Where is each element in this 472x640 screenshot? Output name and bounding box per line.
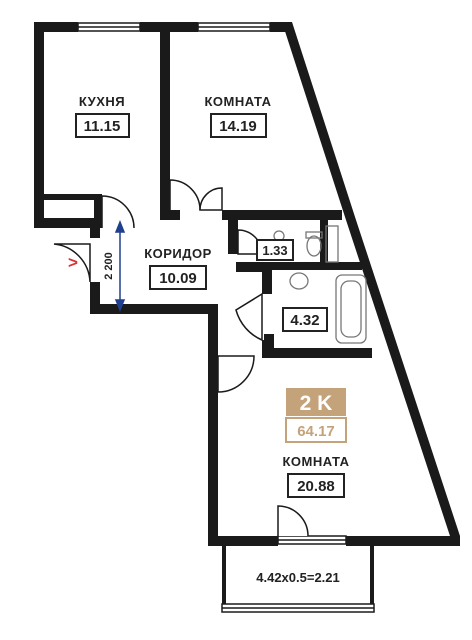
room-living-2: КОМНАТА 20.88 [282,454,349,498]
room-living-1-area: 14.19 [219,118,257,135]
dimension-arrow-down [114,299,126,313]
door-room1-left [169,179,201,211]
room-corridor-name: КОРИДОР [144,246,212,261]
door-kitchen [101,195,135,229]
entrance-marker-icon: > [68,253,78,272]
apartment-type: 2 K [300,392,333,415]
room-bath: 4.32 [282,307,328,332]
wall-left-kitchen [34,22,44,228]
shaft-icon [325,225,339,263]
room-wc-area-box [256,239,294,261]
apartment-total-area: 64.17 [297,423,335,440]
windows [77,22,347,545]
room-living-2-area: 20.88 [297,478,335,495]
room-wc: 1.33 [256,239,294,261]
room-corridor: КОРИДОР 10.09 [144,246,212,290]
door-entrance [53,243,91,283]
wall-bath-top [262,262,362,270]
wall-bath-left-upper [262,262,272,294]
wall-bath-stub [264,334,274,358]
wall-diagonal-lower [346,220,460,536]
sink-bath-icon [289,272,309,290]
apartment-total-box [285,417,347,443]
wall-room-bottom [222,210,342,220]
door-bath [235,292,263,342]
wall-corridor-bottom [90,304,216,314]
bathtub-icon [335,274,367,344]
room-kitchen-area: 11.15 [84,118,121,135]
room-corridor-area: 10.09 [159,270,197,287]
wall-top-left [36,22,78,32]
balcony-formula: 4.42x0.5=2.21 [256,570,340,585]
wall-kitchen-bottom [34,218,102,228]
wall-entry-bottom [90,282,100,312]
bathtub-inner-icon [340,280,362,338]
walls [34,22,460,546]
room-bath-area-box [282,307,328,332]
toilet-icon [306,235,322,257]
apartment-summary: 2 K 64.17 [285,388,347,443]
wall-kitchen-inner [34,194,100,200]
room-kitchen-name: КУХНЯ [79,94,125,109]
wall-entry-top [90,220,100,238]
wall-bath-top-left [236,262,268,272]
balcony-label: 4.42x0.5=2.21 [256,570,340,585]
toilet-tank-icon [305,231,323,239]
wall-wc-right [320,210,328,270]
room-bath-area: 4.32 [290,312,319,329]
room-kitchen-area-box [75,113,130,138]
wall-bottom-left [208,536,278,546]
door-room1-right [199,187,223,211]
wall-bath-bottom [262,348,372,358]
apartment-type-badge [286,388,346,416]
wall-room-bottom-left [160,210,180,220]
wall-diagonal-upper [282,22,356,220]
balcony [221,546,375,613]
wall-kitchen-room [160,22,170,218]
room-living-2-area-box [287,473,345,498]
room-kitchen: КУХНЯ 11.15 [75,94,130,138]
dimension-label: 2 200 [103,252,115,280]
wall-kitchen-corner [94,194,102,228]
fixtures [273,225,367,344]
wall-top-right [270,22,290,32]
door-room2 [217,355,255,393]
room-wc-area: 1.33 [262,243,287,258]
room-living-1: КОМНАТА 14.19 [204,94,271,138]
wall-room2-left [208,304,218,546]
dimension-arrow-up [114,219,126,233]
wall-bottom-right [346,536,460,546]
doors [53,179,309,537]
room-corridor-area-box [149,265,207,290]
wall-wc-left [228,210,238,254]
door-balcony [277,505,309,537]
room-living-1-name: КОМНАТА [204,94,271,109]
dimension-marker [114,219,126,313]
room-living-2-name: КОМНАТА [282,454,349,469]
room-living-1-area-box [210,113,267,138]
